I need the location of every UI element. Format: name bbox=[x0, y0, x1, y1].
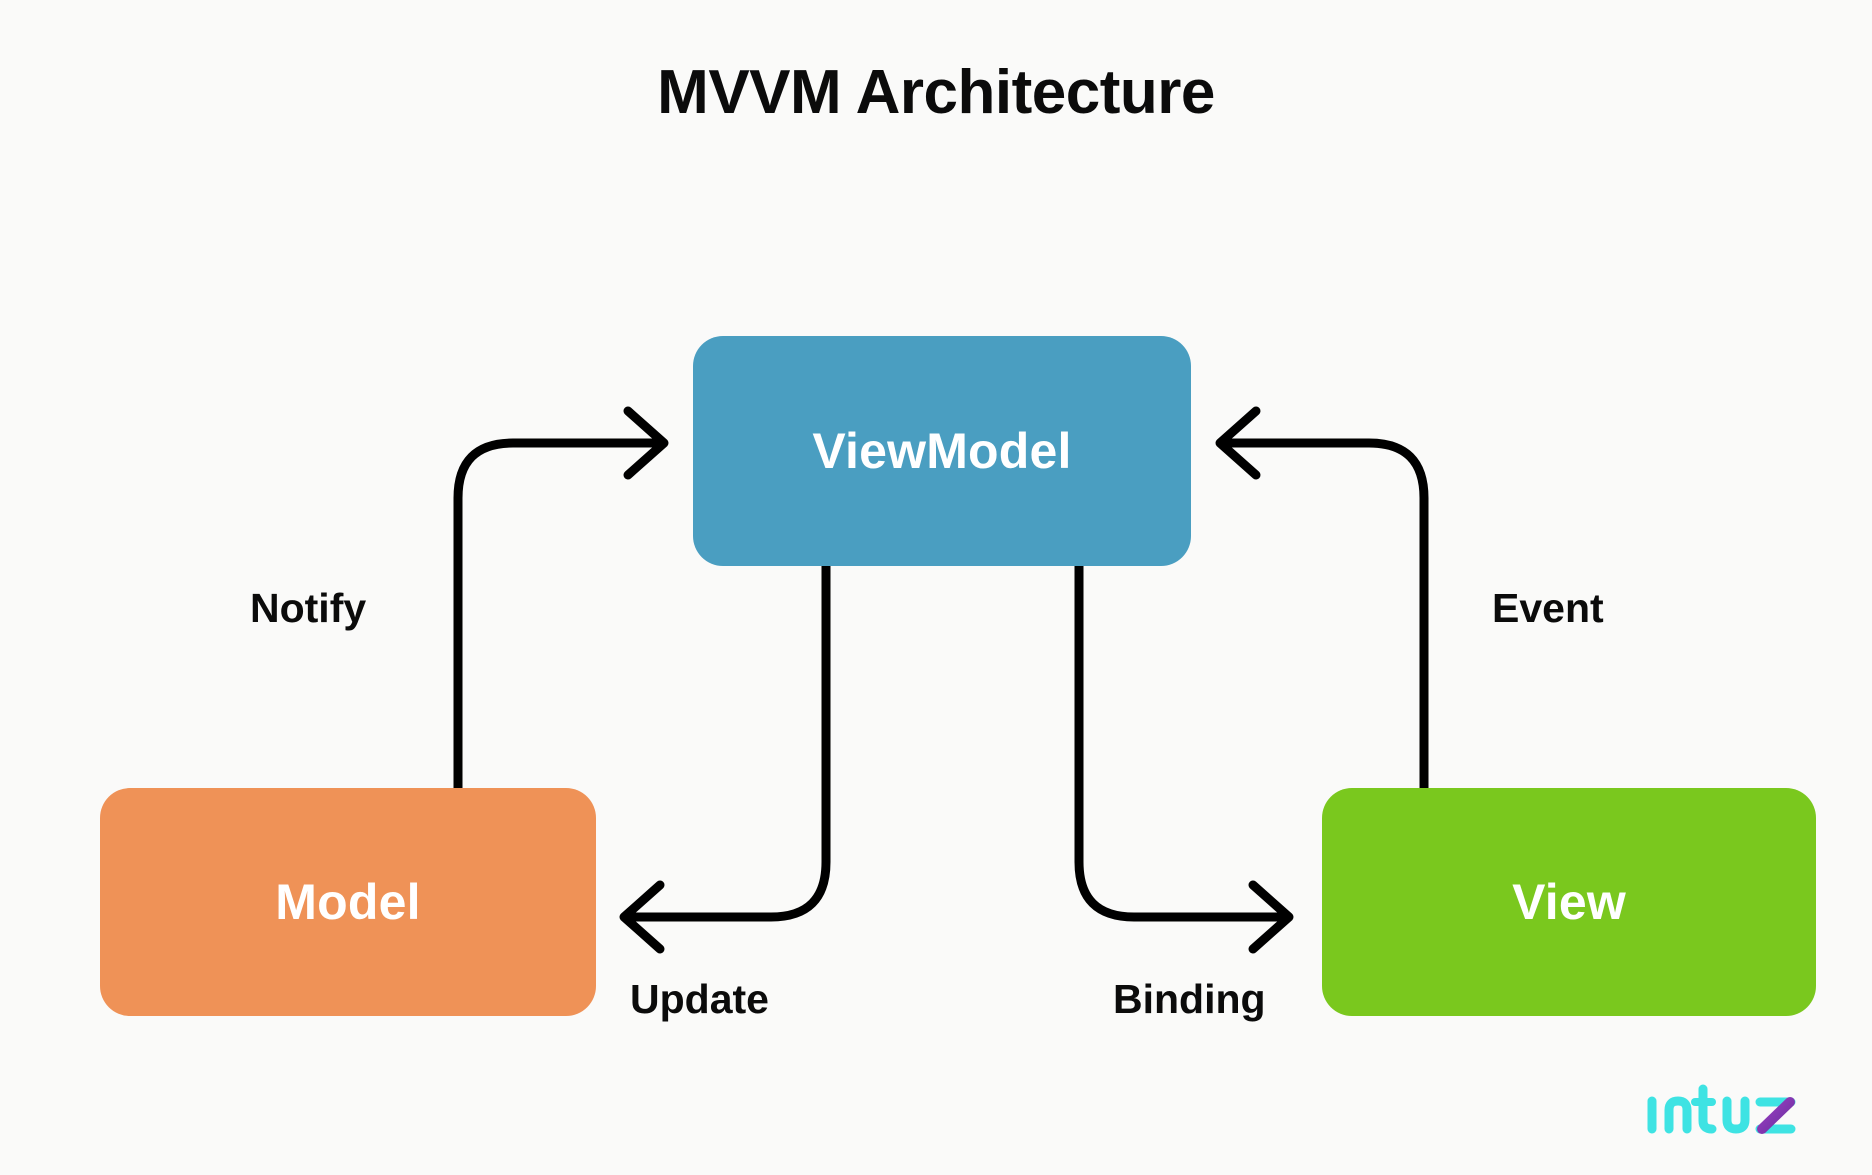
logo-accent-stroke-icon bbox=[1757, 1097, 1795, 1134]
edge-binding bbox=[1074, 561, 1294, 954]
edge-label-event: Event bbox=[1492, 585, 1604, 631]
node-viewmodel[interactable]: ViewModel bbox=[693, 336, 1191, 566]
node-model[interactable]: Model bbox=[100, 788, 596, 1016]
node-model-label: Model bbox=[275, 874, 421, 930]
edge-event bbox=[1215, 406, 1429, 793]
page-title: MVVM Architecture bbox=[657, 58, 1215, 127]
edge-update bbox=[619, 561, 831, 954]
node-viewmodel-label: ViewModel bbox=[812, 423, 1072, 479]
edge-label-update: Update bbox=[630, 976, 769, 1022]
node-view[interactable]: View bbox=[1322, 788, 1816, 1016]
intuz-logo bbox=[1647, 1084, 1796, 1134]
edge-label-binding: Binding bbox=[1113, 976, 1266, 1022]
edge-label-notify: Notify bbox=[250, 585, 367, 631]
node-view-label: View bbox=[1512, 874, 1626, 930]
edge-notify bbox=[453, 406, 669, 793]
